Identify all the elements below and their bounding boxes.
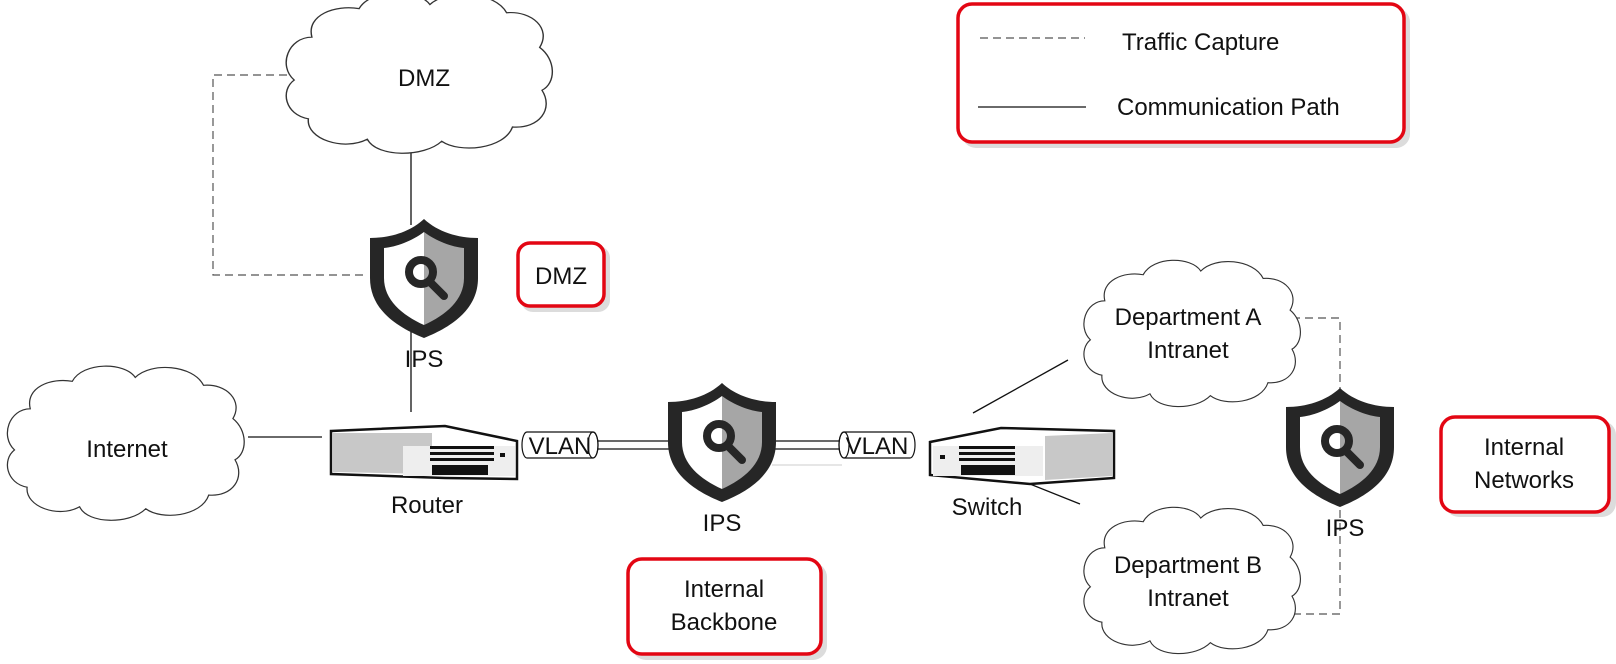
ips-backbone-label: IPS <box>703 510 742 537</box>
router-label: Router <box>391 492 463 519</box>
note-dmz <box>516 241 610 312</box>
traffic-capture-paths <box>212 74 1341 615</box>
legend-communication-path-label: Communication Path <box>1117 94 1340 121</box>
cloud-dept-b-line-1: Department B <box>1114 552 1262 579</box>
note-dmz-label: DMZ <box>535 263 587 290</box>
shield-search-icon <box>370 219 478 338</box>
note-internal-line-1: Internal <box>1484 434 1564 461</box>
trunk-router-ips <box>590 440 675 450</box>
cloud-dept-a-line-2: Intranet <box>1147 337 1229 364</box>
switch-label: Switch <box>952 494 1023 521</box>
vlan-tube-left <box>521 431 599 459</box>
note-backbone-line-1: Internal <box>684 576 764 603</box>
cloud-dept-a-line-1: Department A <box>1115 304 1262 331</box>
vlan-left-label: VLAN <box>529 433 592 460</box>
note-internal-networks <box>1439 415 1616 517</box>
note-internal-backbone <box>626 557 827 660</box>
legend-traffic-capture-label: Traffic Capture <box>1122 29 1279 56</box>
vlan-tube-right <box>838 431 916 459</box>
ips-dmz-label: IPS <box>405 346 444 373</box>
note-backbone-line-2: Backbone <box>671 609 778 636</box>
ips-internal-label: IPS <box>1326 515 1365 542</box>
shield-search-icon <box>668 383 776 502</box>
cloud-dmz-label: DMZ <box>398 65 450 92</box>
note-internal-line-2: Networks <box>1474 467 1574 494</box>
router-icon <box>329 424 519 481</box>
capture-dmz <box>212 74 364 276</box>
trunk-ips-switch <box>770 440 842 466</box>
path-switch-to-dept-a <box>972 359 1069 414</box>
shield-search-icon <box>1286 388 1394 507</box>
capture-dept-a <box>1292 317 1341 392</box>
cloud-internet-label: Internet <box>86 436 168 463</box>
vlan-right-label: VLAN <box>846 433 909 460</box>
cloud-dept-a <box>1083 259 1301 408</box>
cloud-dept-b <box>1083 506 1301 655</box>
legend: Traffic Capture Communication Path <box>956 2 1410 148</box>
capture-dept-b <box>1290 510 1341 615</box>
cloud-dept-b-line-2: Intranet <box>1147 585 1229 612</box>
switch-icon <box>928 426 1116 486</box>
